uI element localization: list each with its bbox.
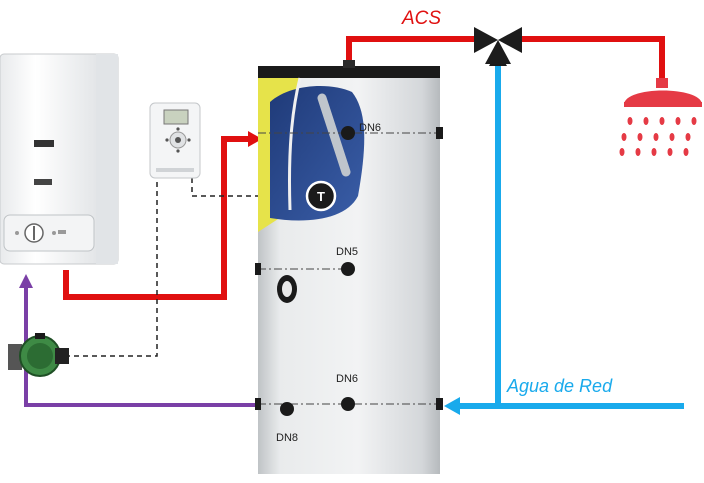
hot-water-pipes [63, 36, 665, 300]
port-dn6-top-label: DN6 [359, 122, 381, 134]
port-dn5-label: DN5 [336, 246, 358, 258]
shower-head-icon [619, 78, 702, 156]
circulation-pump-icon [8, 333, 69, 377]
tank-ports [255, 126, 443, 416]
three-way-valve-icon [474, 27, 522, 64]
gas-water-heater-icon [0, 53, 119, 265]
sensor-t-label: T [317, 189, 325, 204]
port-dn5 [341, 262, 355, 276]
port-dn6-bottom [341, 397, 355, 411]
return-arrow [19, 274, 33, 288]
solar-controller-icon [149, 102, 201, 179]
pump-wire [68, 182, 158, 357]
heater-supply-pipe [63, 136, 252, 300]
agua-de-red-label: Agua de Red [506, 376, 613, 396]
tank-top-port [343, 60, 355, 68]
shower-drops [619, 117, 697, 156]
port-dn6-bottom-label: DN6 [336, 373, 358, 385]
acs-outlet-pipe [346, 36, 476, 68]
storage-tank [255, 60, 443, 474]
mains-inlet-arrow [444, 397, 460, 415]
port-dn6-top [341, 126, 355, 140]
port-dn8 [280, 402, 294, 416]
shower-supply-pipe [520, 36, 665, 80]
tank-flange [277, 275, 297, 303]
cold-water-pipes [456, 62, 684, 409]
port-dn8-label: DN8 [276, 432, 298, 444]
coil-inlet-arrow [248, 131, 262, 147]
temperature-sensor-icon [305, 180, 337, 212]
acs-label: ACS [401, 8, 441, 29]
return-pipe [24, 285, 258, 407]
